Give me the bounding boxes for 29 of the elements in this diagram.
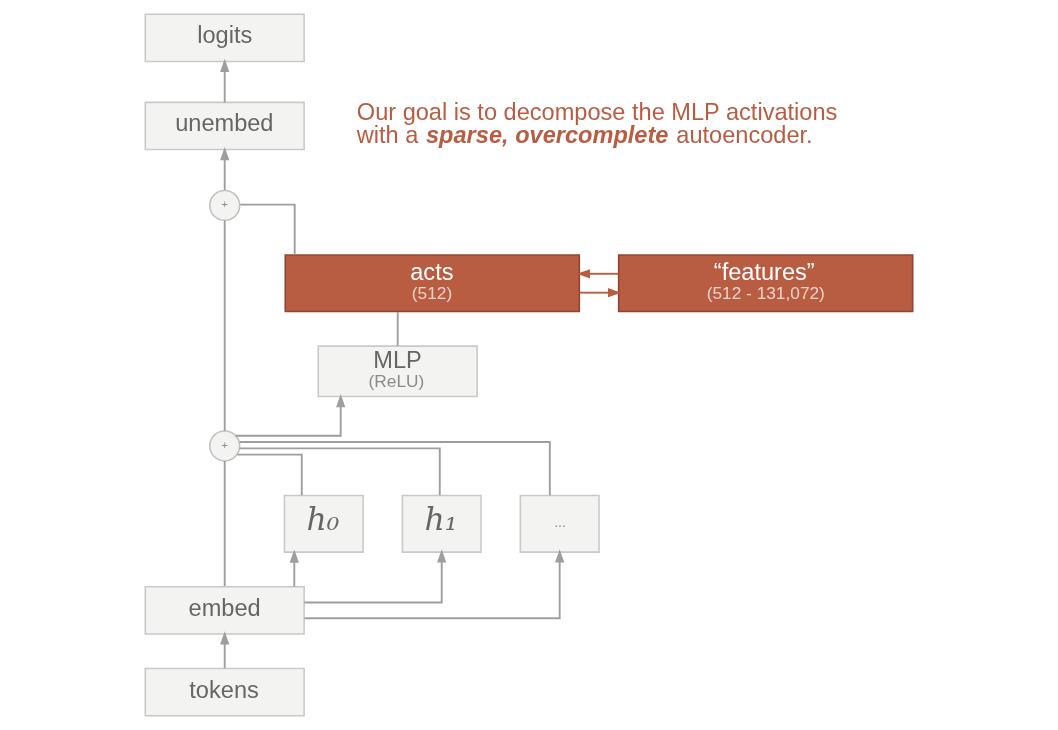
arrow: [289, 549, 299, 588]
arrow: [578, 288, 622, 298]
arrow: [303, 549, 447, 604]
node-box: h₀: [283, 494, 364, 553]
node-box: acts (512): [284, 254, 581, 313]
node-box: logits: [144, 13, 305, 63]
arrow: [303, 549, 565, 620]
node-circle: +: [209, 189, 241, 222]
connector: [223, 219, 226, 432]
arrow: [220, 58, 230, 104]
connector: [238, 441, 551, 497]
connector: [236, 453, 303, 497]
connector: [239, 203, 296, 256]
connector: [223, 460, 226, 587]
node-box: unembed: [144, 101, 305, 151]
node-box: embed: [144, 585, 305, 635]
connector: [238, 447, 441, 497]
arrow: [234, 393, 346, 437]
arrow: [576, 269, 620, 279]
arrow: [220, 147, 230, 191]
connector: [396, 311, 399, 347]
node-box: “features” (512 - 131,072): [617, 254, 914, 313]
node-box: MLP (ReLU): [317, 345, 478, 398]
node-box: h₁: [401, 494, 482, 553]
arrow: [220, 631, 230, 670]
label: Our goal is to decompose the MLP activations with a sparse, overcomplete autoencoder.: [356, 98, 838, 149]
node-box: ...: [519, 494, 600, 553]
node-box: tokens: [144, 667, 305, 717]
node-circle: +: [209, 430, 241, 462]
